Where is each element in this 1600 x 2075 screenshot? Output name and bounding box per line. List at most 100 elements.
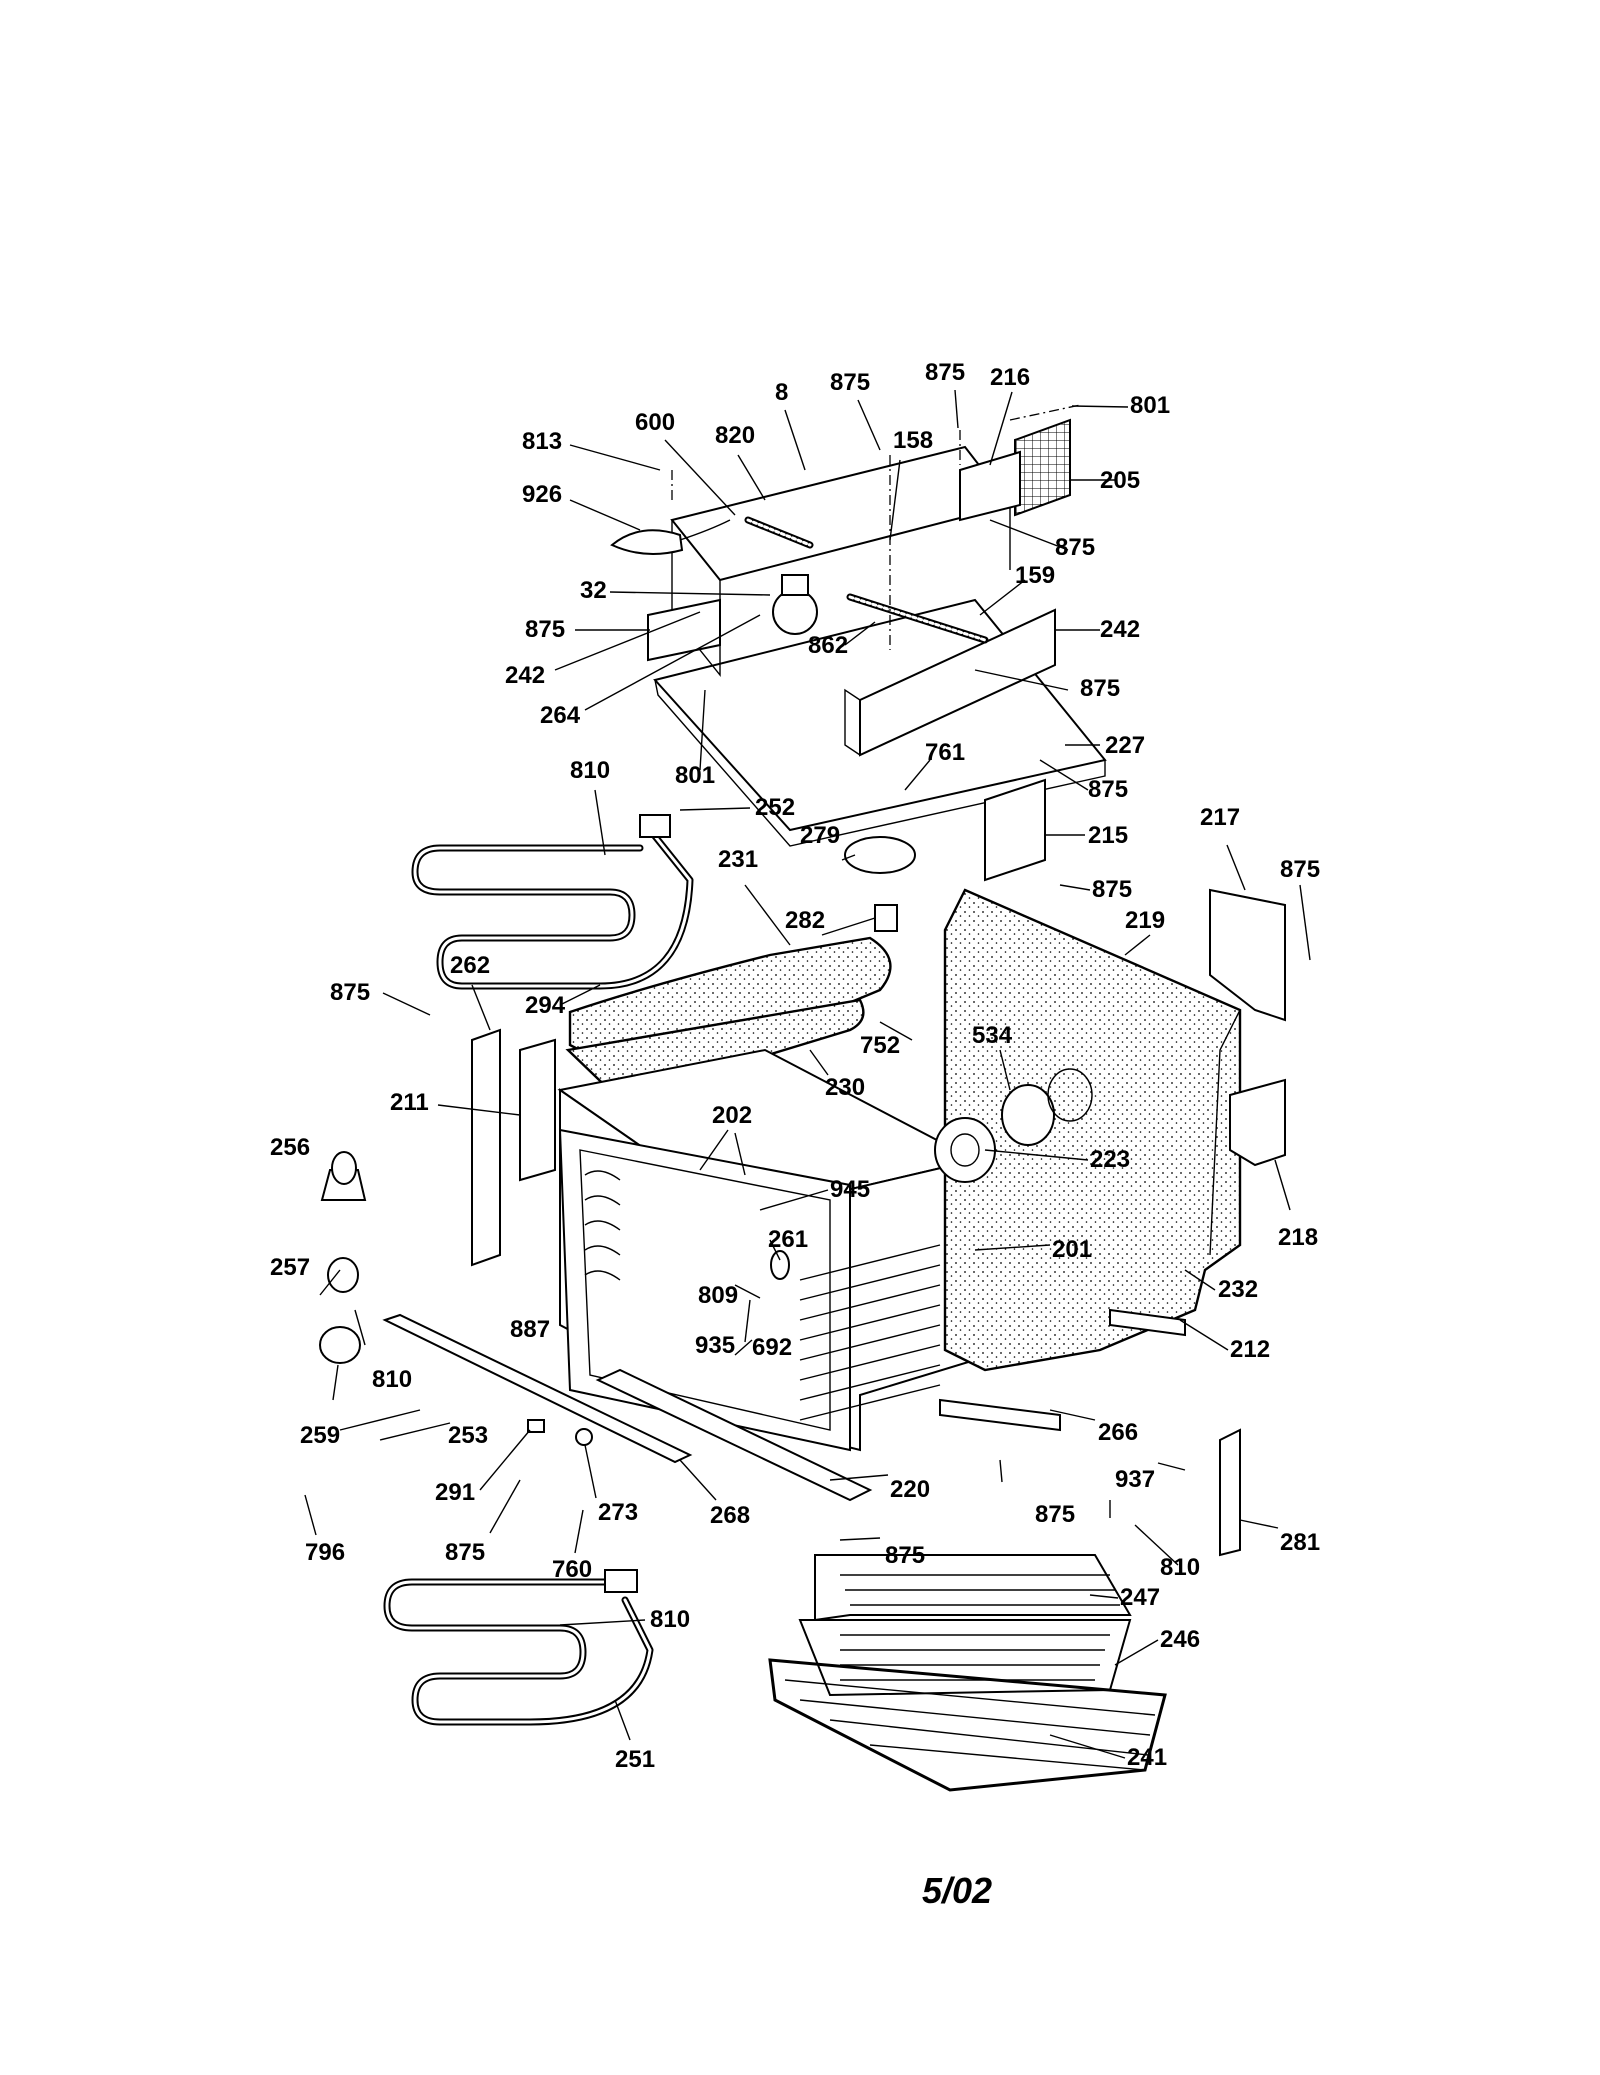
callout-266: 266 — [1098, 1419, 1138, 1446]
light-socket-261 — [770, 1250, 790, 1280]
motor-32 — [772, 589, 818, 635]
callout-268: 268 — [710, 1502, 750, 1529]
clip-291 — [527, 1419, 545, 1433]
callout-217: 217 — [1200, 804, 1240, 831]
callout-692: 692 — [752, 1334, 792, 1361]
bracket-242-right — [859, 608, 1056, 757]
callout-201: 201 — [1052, 1236, 1092, 1263]
latch-926 — [610, 529, 684, 555]
bracket-242-left — [647, 598, 721, 662]
callout-534: 534 — [972, 1022, 1013, 1049]
callout-257: 257 — [270, 1254, 310, 1281]
callout-945: 945 — [830, 1176, 870, 1203]
bottom-panel-220 — [595, 1368, 873, 1502]
callout-227: 227 — [1105, 732, 1145, 759]
callout-252: 252 — [755, 794, 795, 821]
callout-281: 281 — [1280, 1529, 1320, 1556]
callout-218: 218 — [1278, 1224, 1318, 1251]
bottom-plate-266 — [939, 1398, 1061, 1432]
callout-810: 810 — [650, 1606, 690, 1633]
callout-labels: 801 875 875 216 8 600 820 158 813 926 20… — [270, 359, 1320, 1773]
callout-256: 256 — [270, 1134, 310, 1161]
side-insulation-262 — [471, 1028, 501, 1267]
callout-875: 875 — [1280, 856, 1320, 883]
callout-926: 926 — [522, 481, 562, 508]
broil-element-252 — [411, 814, 694, 990]
mesh-panel-205 — [1014, 418, 1071, 517]
callout-875: 875 — [1035, 1501, 1075, 1528]
bake-element-251 — [383, 1569, 654, 1726]
callout-242: 242 — [1100, 616, 1140, 643]
callout-810: 810 — [570, 757, 610, 784]
callout-231: 231 — [718, 846, 758, 873]
trim-strip-268 — [382, 1313, 693, 1464]
leader-lines — [304, 389, 1311, 1759]
callout-809: 809 — [698, 1282, 738, 1309]
callout-796: 796 — [305, 1539, 345, 1566]
outer-wrapper-group — [844, 836, 1286, 1432]
callout-813: 813 — [522, 428, 562, 455]
bracket-218 — [1229, 1078, 1286, 1167]
callout-279: 279 — [800, 822, 840, 849]
oven-cavity-group — [471, 936, 978, 1452]
callout-205: 205 — [1100, 467, 1140, 494]
callout-282: 282 — [785, 907, 825, 934]
callout-253: 253 — [448, 1422, 488, 1449]
callout-887: 887 — [510, 1316, 550, 1343]
callout-264: 264 — [540, 702, 581, 729]
callout-32: 32 — [580, 577, 607, 604]
callout-801: 801 — [675, 762, 715, 789]
callout-230: 230 — [825, 1074, 865, 1101]
callout-875: 875 — [330, 979, 370, 1006]
rack-supports — [584, 1170, 941, 1421]
probe-253 — [339, 1409, 421, 1431]
callout-212: 212 — [1230, 1336, 1270, 1363]
side-panel-211 — [519, 1038, 556, 1182]
callout-935: 935 — [695, 1332, 735, 1359]
callout-875: 875 — [1088, 776, 1128, 803]
callout-273: 273 — [598, 1499, 638, 1526]
callout-223: 223 — [1090, 1146, 1130, 1173]
blower-223 — [934, 1117, 996, 1183]
fan-534 — [1001, 1084, 1055, 1146]
broil-pan-246 — [798, 1619, 1132, 1697]
callout-875: 875 — [925, 359, 965, 386]
clip-273 — [575, 1428, 593, 1446]
callout-261: 261 — [768, 1226, 808, 1253]
callout-251: 251 — [615, 1746, 655, 1773]
callout-875: 875 — [1055, 534, 1095, 561]
callout-761: 761 — [925, 739, 965, 766]
callout-242: 242 — [505, 662, 545, 689]
callout-875: 875 — [830, 369, 870, 396]
callout-158: 158 — [893, 427, 933, 454]
callout-801: 801 — [1130, 392, 1170, 419]
callout-241: 241 — [1127, 1744, 1167, 1771]
callout-247: 247 — [1120, 1584, 1160, 1611]
callout-760: 760 — [552, 1556, 592, 1583]
callout-862: 862 — [808, 632, 848, 659]
callout-262: 262 — [450, 952, 490, 979]
vent-cap-279 — [844, 836, 916, 874]
vent-duct-282 — [874, 904, 898, 932]
cavity-front-frame — [558, 1128, 851, 1452]
callout-810: 810 — [1160, 1554, 1200, 1581]
callout-875: 875 — [445, 1539, 485, 1566]
bracket-217 — [1209, 888, 1286, 1022]
callout-810: 810 — [372, 1366, 412, 1393]
cover-216 — [959, 450, 1021, 522]
hinge-281 — [1219, 1428, 1241, 1557]
lens-259 — [319, 1326, 361, 1364]
callout-202: 202 — [712, 1102, 752, 1129]
callout-752: 752 — [860, 1032, 900, 1059]
callout-600: 600 — [635, 409, 675, 436]
callout-219: 219 — [1125, 907, 1165, 934]
callout-246: 246 — [1160, 1626, 1200, 1653]
callout-820: 820 — [715, 422, 755, 449]
lower-parts-group — [319, 1151, 1241, 1557]
callout-875: 875 — [885, 1542, 925, 1569]
callout-291: 291 — [435, 1479, 475, 1506]
callout-259: 259 — [300, 1422, 340, 1449]
callout-220: 220 — [890, 1476, 930, 1503]
callout-159: 159 — [1015, 562, 1055, 589]
control-chassis-group — [610, 404, 1107, 882]
